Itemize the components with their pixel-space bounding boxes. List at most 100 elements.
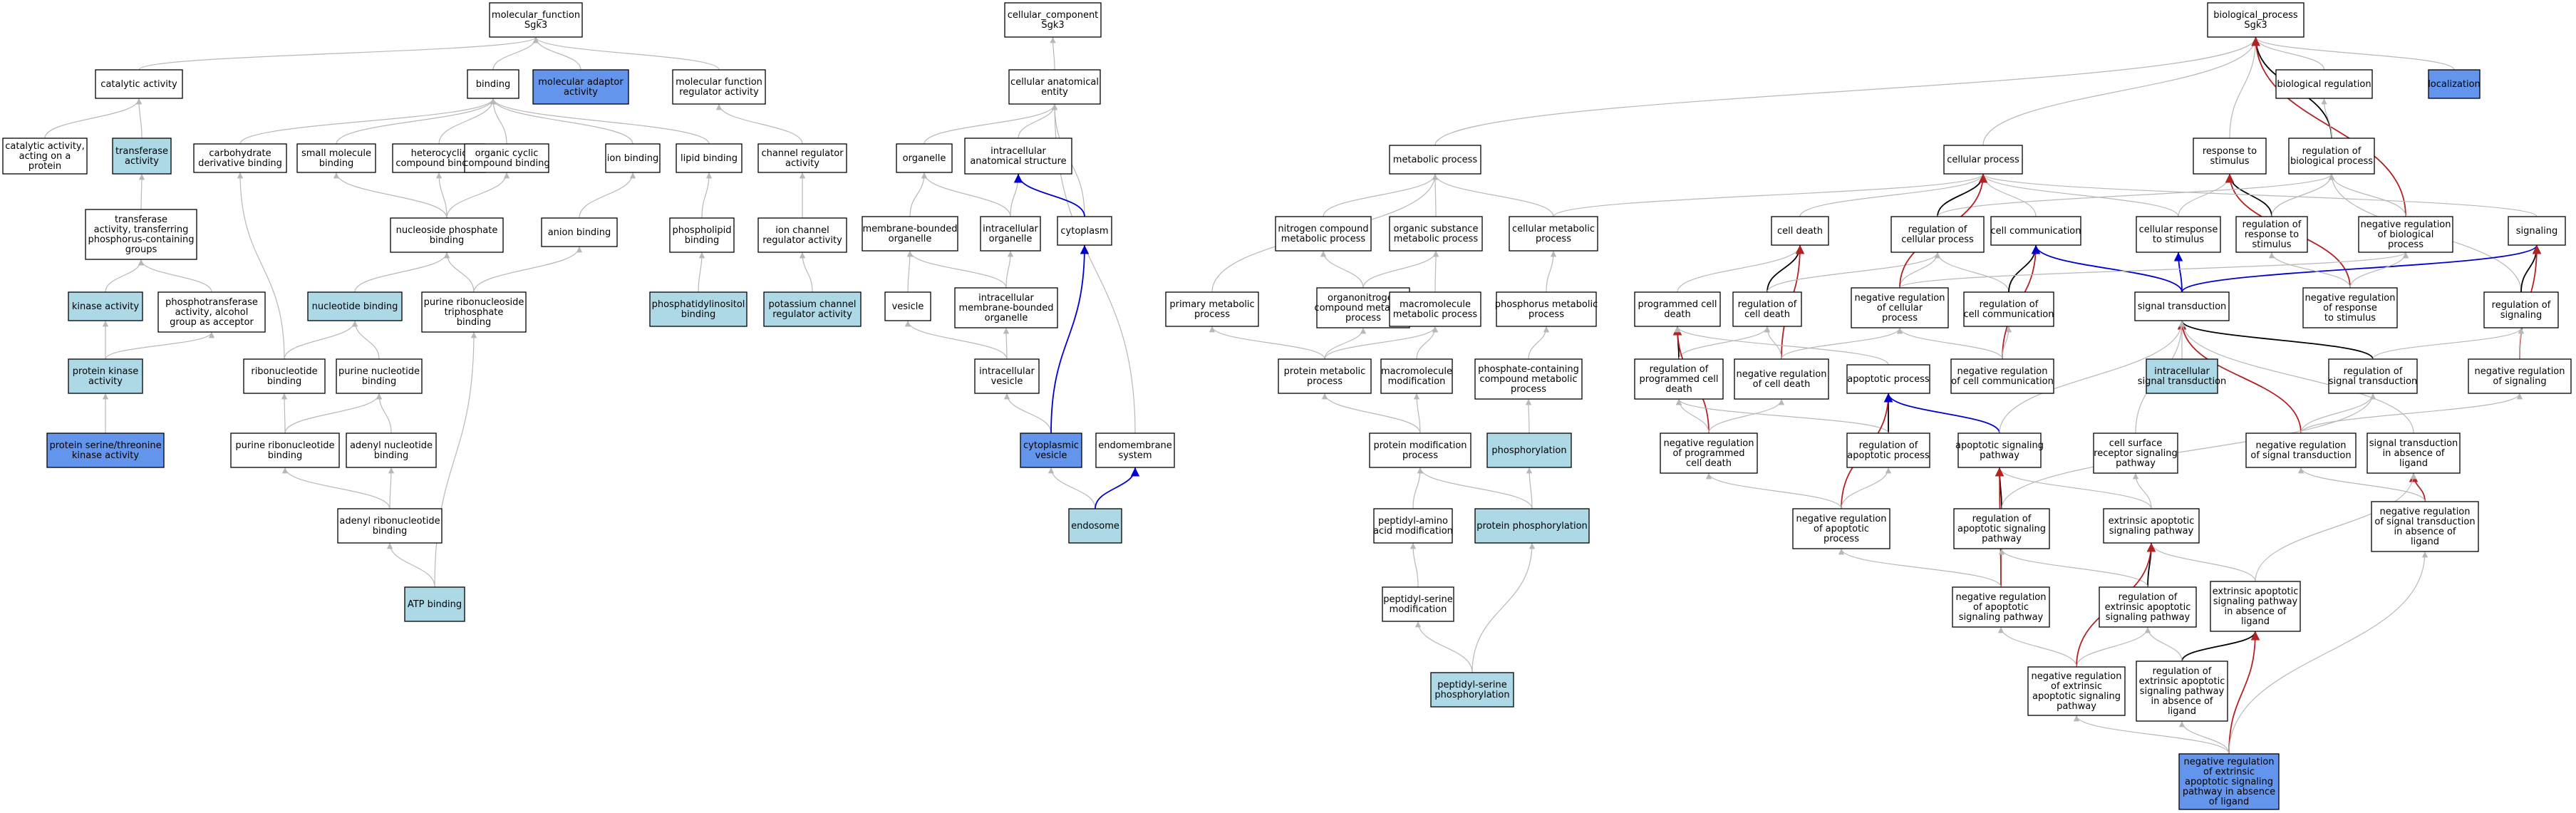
go-term-node[interactable]: anion binding — [541, 217, 618, 247]
go-term-node[interactable]: metabolic process — [1389, 145, 1481, 175]
go-term-node[interactable]: kinase activity — [68, 291, 143, 321]
go-term-node[interactable]: catalytic activity — [95, 69, 183, 99]
go-term-node[interactable]: binding — [467, 69, 519, 99]
go-term-node[interactable]: nucleotide binding — [307, 291, 403, 321]
go-term-node[interactable]: lipid binding — [676, 143, 743, 173]
go-term-node[interactable]: localization — [2428, 69, 2481, 99]
go-term-node[interactable]: phosphorylation — [1486, 433, 1572, 468]
go-term-node[interactable]: ion binding — [605, 143, 661, 173]
go-term-node[interactable]: biological regulation — [2275, 69, 2373, 99]
go-term-node[interactable]: protein phosphorylation — [1474, 508, 1590, 544]
go-term-node[interactable]: vesicle — [884, 291, 931, 321]
go-term-node[interactable]: signal transduction — [2134, 291, 2230, 321]
go-term-node[interactable]: cell death — [1771, 216, 1829, 246]
go-term-node[interactable]: cellular process — [1943, 145, 2023, 175]
go-term-node[interactable]: cell communication — [1990, 216, 2081, 246]
go-term-node[interactable]: ATP binding — [404, 586, 465, 622]
go-term-node[interactable]: cytoplasm — [1057, 216, 1112, 246]
go-term-node[interactable]: apoptotic process — [1846, 364, 1930, 394]
go-term-node[interactable]: endosome — [1068, 508, 1122, 544]
go-term-node[interactable]: organelle — [896, 143, 953, 173]
go-term-node[interactable]: signaling — [2508, 216, 2566, 246]
